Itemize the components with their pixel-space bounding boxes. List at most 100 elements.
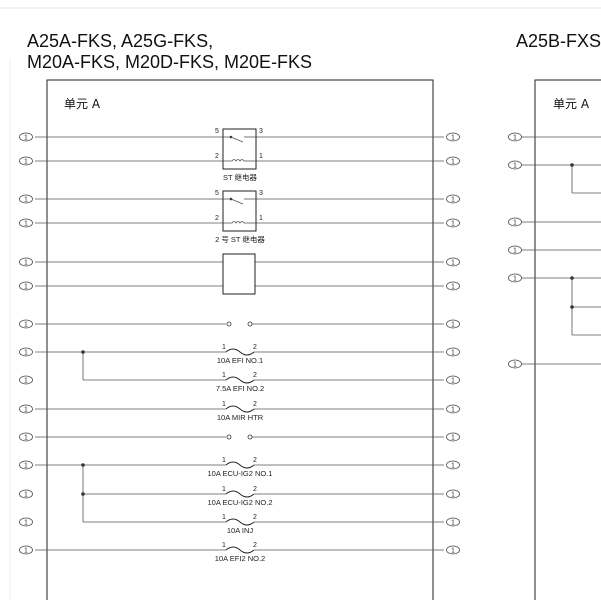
terminal-label: 1 bbox=[451, 462, 455, 469]
component-box bbox=[222, 253, 256, 295]
terminal-right-panel: 1 bbox=[508, 160, 522, 170]
terminal-label: 1 bbox=[24, 283, 28, 290]
terminal-label: 1 bbox=[24, 519, 28, 526]
fuse-ecu-ig2-no1-pin1: 1 bbox=[222, 457, 226, 464]
unit-a-label: 单元 A bbox=[64, 97, 101, 111]
terminal-left: 1 bbox=[19, 347, 33, 357]
terminal-label: 1 bbox=[24, 259, 28, 266]
fuse-ecu-ig2-no2: 1 2 10A ECU-IG2 NO.2 bbox=[207, 486, 272, 507]
fuse-efi2-no2: 1 2 10A EFI2 NO.2 bbox=[215, 542, 265, 563]
open-connector-2 bbox=[226, 434, 253, 440]
terminal-left: 1 bbox=[19, 194, 33, 204]
fuse-efi2-no2-pin1: 1 bbox=[222, 542, 226, 549]
terminal-right: 1 bbox=[446, 489, 460, 499]
terminal-left: 1 bbox=[19, 460, 33, 470]
terminal-right: 1 bbox=[446, 194, 460, 204]
terminal-label: 1 bbox=[513, 162, 517, 169]
terminal-label: 1 bbox=[24, 406, 28, 413]
fuse-ecu-ig2-no2-pin1: 1 bbox=[222, 486, 226, 493]
st-relay-pin2: 2 bbox=[215, 153, 219, 160]
terminal-left: 1 bbox=[19, 545, 33, 554]
terminal-label: 1 bbox=[513, 361, 517, 368]
terminal-label: 1 bbox=[513, 134, 517, 141]
terminal-label: 1 bbox=[451, 134, 455, 141]
fuse-efi-no1-pin2: 2 bbox=[253, 344, 257, 351]
terminal-left: 1 bbox=[19, 281, 33, 291]
fuse-efi2-no2-label: 10A EFI2 NO.2 bbox=[215, 554, 265, 563]
terminal-left: 1 bbox=[19, 432, 33, 442]
fuse-inj-pin2: 2 bbox=[253, 514, 257, 521]
terminal-label: 1 bbox=[451, 283, 455, 290]
terminal-left: 1 bbox=[19, 218, 33, 228]
unit-a-box bbox=[46, 79, 434, 600]
fuse-ecu-ig2-no1-label: 10A ECU-IG2 NO.1 bbox=[207, 469, 272, 478]
terminal-label: 1 bbox=[24, 491, 28, 498]
terminal-label: 1 bbox=[451, 519, 455, 526]
terminal-label: 1 bbox=[451, 349, 455, 356]
terminal-label: 1 bbox=[451, 196, 455, 203]
fuse-efi-no2-pin1: 1 bbox=[222, 372, 226, 379]
fuse-ecu-ig2-no1: 1 2 10A ECU-IG2 NO.1 bbox=[207, 457, 272, 478]
terminal-left: 1 bbox=[19, 375, 33, 385]
terminal-label: 1 bbox=[451, 259, 455, 266]
st-relay-2-pin5: 5 bbox=[215, 190, 219, 197]
st-relay-2-pin2: 2 bbox=[215, 215, 219, 222]
fuse-mir-htr: 1 2 10A MIR HTR bbox=[217, 401, 264, 422]
terminal-label: 1 bbox=[24, 134, 28, 141]
terminal-label: 1 bbox=[24, 196, 28, 203]
terminal-right-panel: 1 bbox=[508, 273, 522, 283]
terminal-right-panel: 1 bbox=[508, 245, 522, 255]
fuse-ecu-ig2-no1-pin2: 2 bbox=[253, 457, 257, 464]
terminal-connectors: 1 1 1 1 1 1 1 1 1 1 1 1 1 1 1 1 1 1 1 1 1 1 1 1 1 1 1 1 1 1 1 1 1 1 1 1 bbox=[19, 132, 522, 554]
st-relay: 5 3 2 1 ST 继电器 bbox=[215, 128, 263, 182]
terminal-label: 1 bbox=[451, 406, 455, 413]
st-relay-2-pin3: 3 bbox=[259, 190, 263, 197]
st-relay-pin5: 5 bbox=[215, 128, 219, 135]
st-relay-pin1: 1 bbox=[259, 153, 263, 160]
terminal-label: 1 bbox=[24, 349, 28, 356]
left-title-line2: M20A-FKS, M20D-FKS, M20E-FKS bbox=[27, 52, 312, 72]
fuse-mir-htr-label: 10A MIR HTR bbox=[217, 413, 264, 422]
terminal-label: 1 bbox=[451, 547, 455, 554]
terminal-label: 1 bbox=[513, 275, 517, 282]
terminal-label: 1 bbox=[24, 462, 28, 469]
fuse-inj-pin1: 1 bbox=[222, 514, 226, 521]
terminal-right: 1 bbox=[446, 132, 460, 142]
fuse-ecu-ig2-no2-label: 10A ECU-IG2 NO.2 bbox=[207, 498, 272, 507]
terminal-right: 1 bbox=[446, 156, 460, 166]
terminal-left: 1 bbox=[19, 319, 33, 329]
terminal-label: 1 bbox=[24, 220, 28, 227]
terminal-right: 1 bbox=[446, 375, 460, 385]
terminal-left: 1 bbox=[19, 404, 33, 414]
fuse-efi-no1: 1 2 10A EFI NO.1 bbox=[217, 344, 263, 365]
terminal-right: 1 bbox=[446, 460, 460, 470]
fuse-efi-no2-label: 7.5A EFI NO.2 bbox=[216, 384, 264, 393]
right-unit-a-label: 单元 A bbox=[553, 97, 590, 111]
terminal-right-panel: 1 bbox=[508, 132, 522, 142]
fuse-inj-label: 10A INJ bbox=[227, 526, 254, 535]
open-connector-1 bbox=[226, 321, 253, 327]
fuse-efi2-no2-pin2: 2 bbox=[253, 542, 257, 549]
terminal-right: 1 bbox=[446, 545, 460, 554]
terminal-label: 1 bbox=[24, 321, 28, 328]
st-relay-2-label: 2 号 ST 继电器 bbox=[215, 234, 265, 244]
terminal-label: 1 bbox=[513, 247, 517, 254]
terminal-label: 1 bbox=[451, 158, 455, 165]
terminal-left: 1 bbox=[19, 132, 33, 142]
junction-dots bbox=[81, 163, 574, 496]
fuse-ecu-ig2-no2-pin2: 2 bbox=[253, 486, 257, 493]
fuse-efi-no2: 1 2 7.5A EFI NO.2 bbox=[216, 372, 264, 393]
terminal-right: 1 bbox=[446, 432, 460, 442]
terminal-left: 1 bbox=[19, 156, 33, 166]
terminal-right-panel: 1 bbox=[508, 217, 522, 227]
right-title: A25B-FXS bbox=[516, 31, 601, 51]
terminal-label: 1 bbox=[24, 158, 28, 165]
terminal-right: 1 bbox=[446, 517, 460, 526]
right-unit-a-box bbox=[534, 79, 601, 600]
terminal-label: 1 bbox=[24, 434, 28, 441]
terminal-left: 1 bbox=[19, 257, 33, 267]
fuse-efi-no1-label: 10A EFI NO.1 bbox=[217, 356, 263, 365]
left-title-line1: A25A-FKS, A25G-FKS, bbox=[27, 31, 213, 51]
wires bbox=[35, 136, 601, 551]
